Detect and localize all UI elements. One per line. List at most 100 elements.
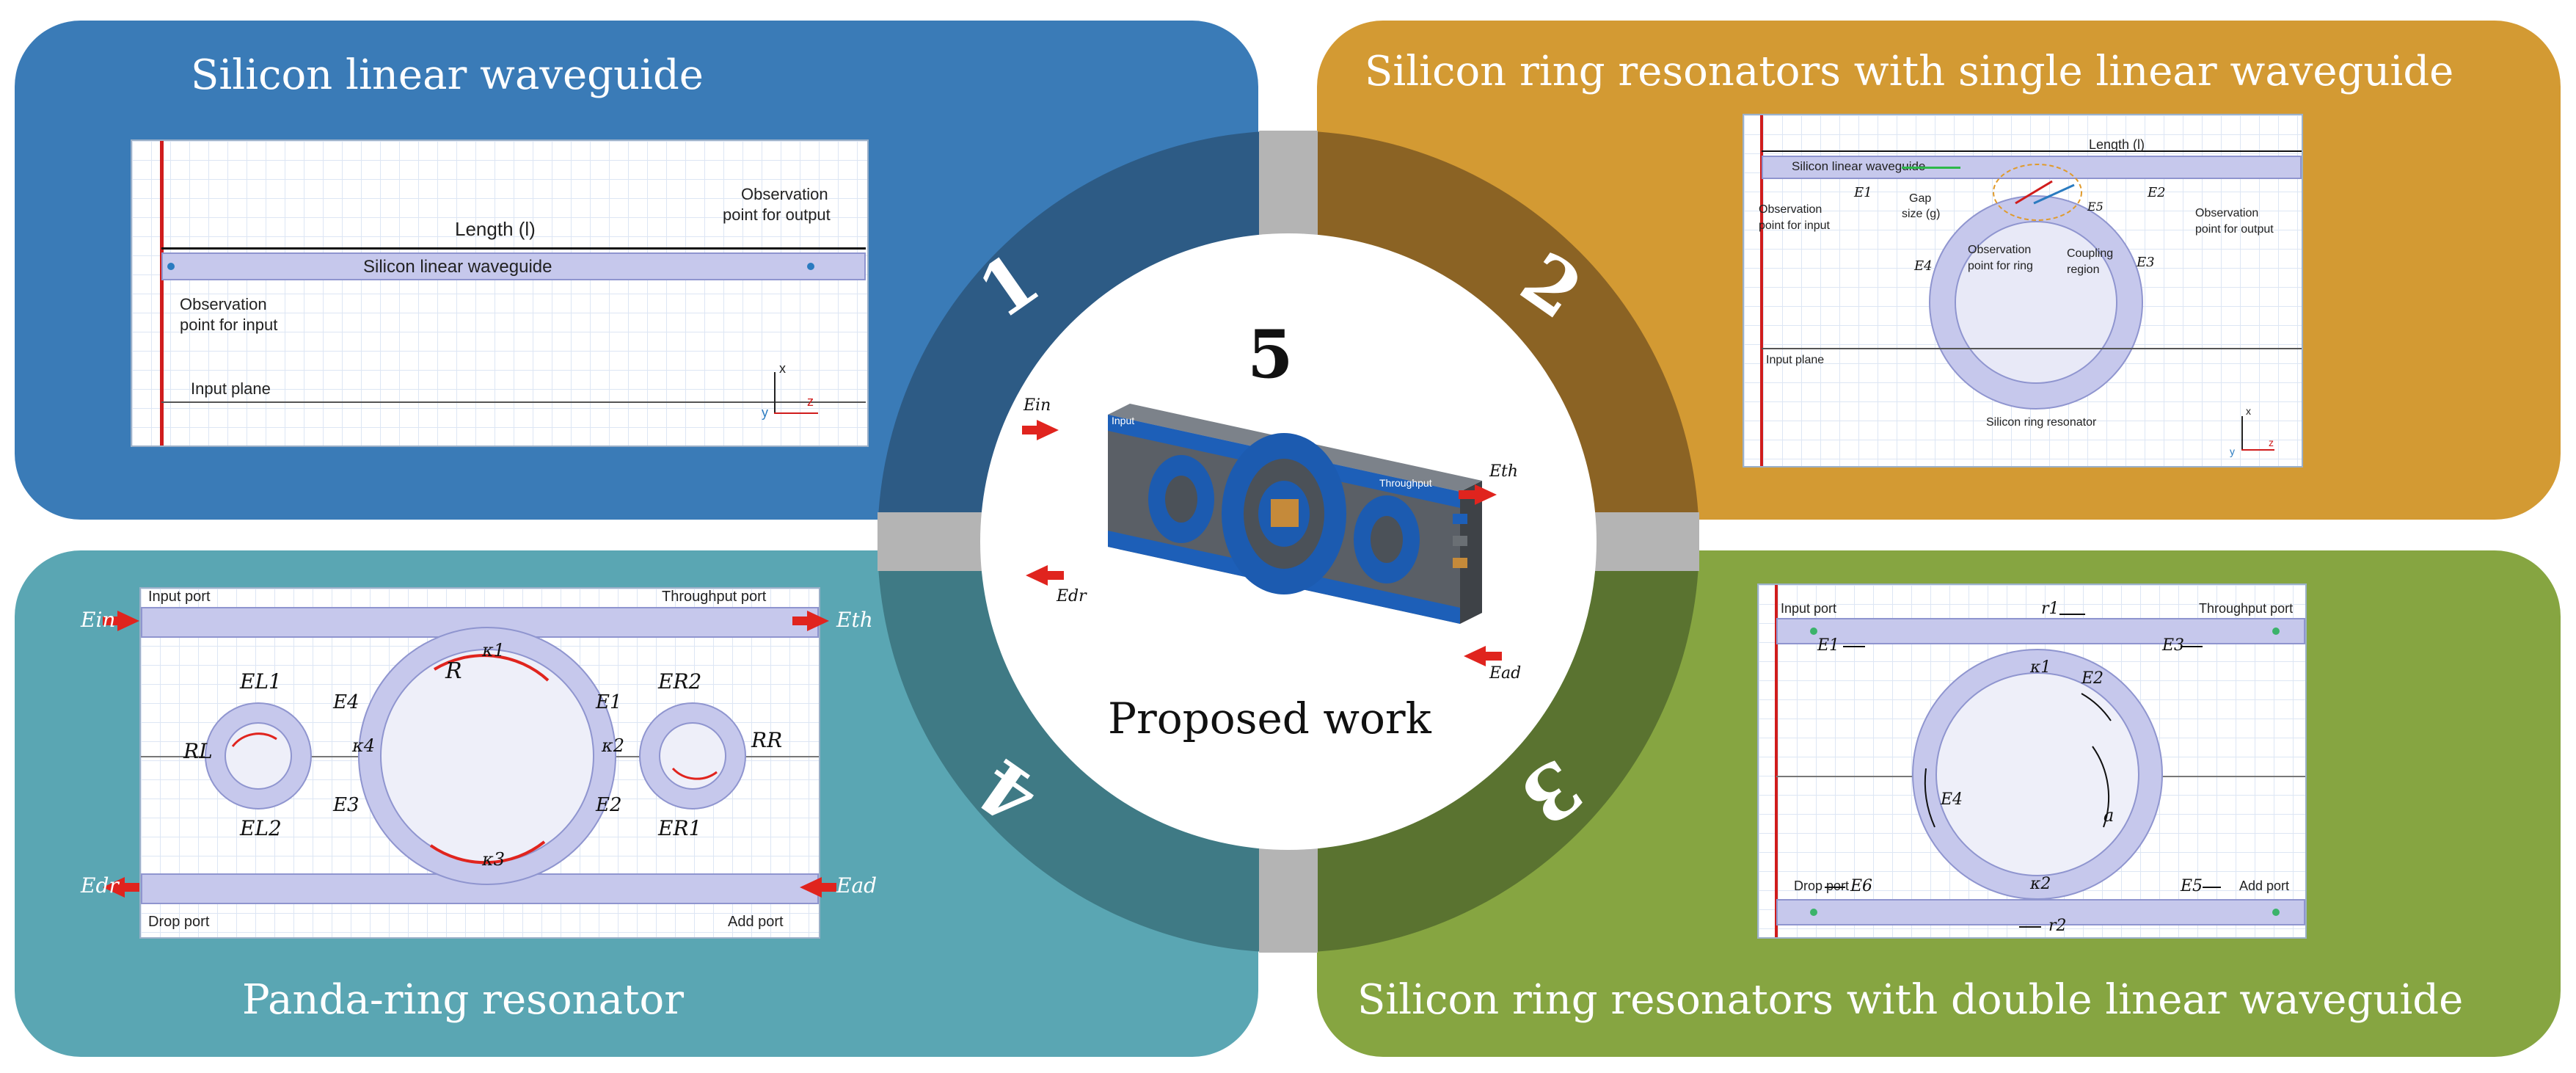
p2-obs-ring-1: Observation [1968, 244, 2032, 256]
p4-rings-svg [205, 627, 746, 885]
center-label: Proposed work [1108, 694, 1431, 743]
p3-e3: E3 [2162, 636, 2185, 655]
p2-e5: E5 [2087, 200, 2104, 214]
p3-e4: E4 [1941, 790, 1963, 809]
p2-coupling-1: Coupling [2067, 247, 2114, 260]
device-add-arrow [1464, 646, 1486, 666]
device-ead: Ead [1489, 664, 1522, 683]
p4-e4: E4 [333, 691, 360, 713]
p2-coupling-2: region [2067, 263, 2100, 276]
p4-rr: RR [751, 728, 783, 752]
p3-ring-svg [1825, 614, 2221, 928]
p4-e1: E1 [596, 691, 622, 713]
p4-r: R [445, 658, 462, 684]
device-add-arrow-tail [1484, 652, 1502, 661]
p3-r1: r1 [2041, 600, 2059, 618]
device-input-label: Input [1112, 415, 1135, 426]
device-throughput-label: Throughput [1379, 477, 1432, 489]
p1-waveguide [161, 252, 866, 280]
p1-obs-output-2: point for output [723, 205, 831, 224]
p2-axis-x: x [2246, 405, 2251, 417]
p2-green-arrow [1902, 167, 1960, 169]
p4-ein-arrow [117, 611, 139, 631]
p2-axis-z: z [2269, 437, 2274, 448]
p2-e4: E4 [1914, 258, 1933, 274]
p2-waveguide-label: Silicon linear waveguide [1792, 159, 1926, 173]
device-through-arrow-tail [1459, 490, 1476, 499]
p2-input-plane-line [1760, 115, 1763, 466]
p4-edr-arrow [103, 877, 125, 898]
p4-eth: Eth [836, 608, 873, 632]
p1-length-label: Length (l) [455, 218, 536, 240]
device-illustration [1108, 404, 1482, 624]
p2-e1: E1 [1854, 185, 1872, 200]
title-q4: Panda-ring resonator [242, 976, 684, 1024]
device-input-arrow [1037, 420, 1059, 440]
p1-axis-z-line [774, 412, 818, 414]
p2-input-plane-label: Input plane [1766, 354, 1825, 366]
p2-obs-output-2: point for output [2195, 223, 2274, 236]
p2-length-label: Length (l) [2089, 137, 2145, 152]
device-drop-arrow [1026, 565, 1048, 586]
p3-k2: κ2 [2030, 875, 2051, 893]
panel-double-ring: Input port Throughput port Drop port Add… [1757, 583, 2307, 939]
p4-e2: E2 [596, 794, 622, 816]
p1-axis-x-line [774, 372, 776, 412]
p2-waveguide [1762, 156, 2302, 179]
p4-add-port: Add port [728, 914, 784, 930]
p2-gap-1: Gap [1909, 192, 1932, 205]
p3-throughput-port: Throughput port [2199, 601, 2294, 616]
p3-through-point [2272, 628, 2280, 635]
p4-ead-arrow-tail [820, 883, 836, 892]
device-edr: Edr [1057, 587, 1087, 605]
p3-drop-port: Drop port [1794, 879, 1850, 893]
p4-edr-arrow-tail [123, 883, 139, 892]
p1-obs-input-2: point for input [180, 316, 278, 334]
p2-axis-z-line [2241, 449, 2274, 451]
p3-e5: E5 [2181, 877, 2203, 895]
p4-k2: κ2 [602, 735, 625, 756]
p2-ring-label: Silicon ring resonator [1986, 416, 2097, 429]
p1-waveguide-label: Silicon linear waveguide [363, 257, 552, 277]
p4-eth-arrow-tail [792, 616, 809, 625]
p3-add-point [2272, 909, 2280, 916]
p1-input-plane-axis [161, 401, 866, 403]
p4-input-port: Input port [148, 589, 211, 605]
p1-output-point [807, 263, 814, 270]
p4-er1: ER1 [658, 816, 702, 840]
p2-obs-output-1: Observation [2195, 207, 2259, 219]
device-ein: Ein [1024, 396, 1051, 415]
p4-er2: ER2 [658, 669, 702, 694]
device-drop-label: Drop [1112, 565, 1134, 577]
p2-obs-ring-2: point for ring [1968, 260, 2033, 272]
title-q2: Silicon ring resonators with single line… [1365, 48, 2454, 95]
p3-r2: r2 [2048, 917, 2067, 935]
p3-input-point [1810, 628, 1817, 635]
p2-e3: E3 [2137, 255, 2155, 270]
p1-axis-x: x [779, 361, 786, 376]
p4-edr: Edr [81, 873, 119, 898]
p3-e1: E1 [1817, 636, 1840, 655]
p3-bottom-waveguide [1776, 899, 2305, 925]
device-drop-arrow-tail [1046, 571, 1064, 580]
p4-k1: κ1 [482, 640, 506, 661]
p3-a: a [2104, 805, 2115, 826]
title-q3: Silicon ring resonators with double line… [1357, 976, 2464, 1024]
p1-length-line [161, 247, 866, 250]
p3-drop-point [1810, 909, 1817, 916]
device-add-label: Add [1431, 642, 1449, 654]
p1-obs-output-1: Observation [741, 185, 828, 203]
p4-eth-arrow [807, 611, 829, 631]
p2-obs-input-2: point for input [1759, 219, 1830, 232]
p3-top-waveguide [1776, 618, 2305, 644]
p2-obs-input-1: Observation [1759, 203, 1822, 216]
p4-rl: RL [183, 739, 213, 763]
p4-ead-arrow [800, 877, 822, 898]
p4-k3: κ3 [482, 849, 506, 870]
panel-single-ring: Length (l) Silicon linear waveguide Obse… [1743, 114, 2303, 468]
p4-k4: κ4 [352, 735, 376, 756]
p2-length-line [1762, 150, 2302, 152]
p1-obs-input-1: Observation [180, 295, 267, 313]
p4-drop-port: Drop port [148, 914, 210, 930]
p3-e6: E6 [1850, 877, 1873, 895]
